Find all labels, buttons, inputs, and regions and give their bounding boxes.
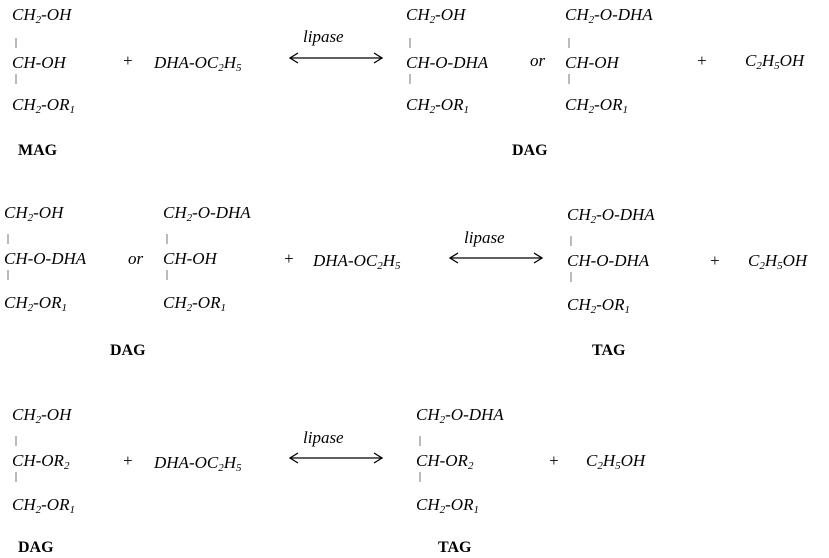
formula-text: CH2-OH (12, 5, 73, 26)
formula-text: CH2-O-DHA (565, 5, 653, 26)
reaction-1-product-b: CH2-O-DHA CH-OH CH2-OR1 (565, 5, 653, 116)
formula-text: CH2-OR1 (4, 293, 67, 314)
reaction-2-reagent: DHA-OC2H5 (312, 251, 401, 272)
formula-text: CH2-OR1 (416, 495, 479, 516)
formula-text: CH2-OH (4, 203, 65, 224)
formula-text: CH2-OH (12, 405, 73, 426)
reaction-1-product-label: DAG (512, 142, 548, 159)
reaction-2-product-label: TAG (592, 342, 626, 359)
formula-text: CH-O-DHA (4, 249, 87, 268)
formula-text: CH-OH (163, 249, 219, 268)
formula-text: CH-OH (12, 53, 68, 72)
reaction-2-reactant-label: DAG (110, 342, 146, 359)
plus-sign: + (283, 249, 294, 268)
reaction-3-reagent: DHA-OC2H5 (153, 453, 242, 474)
reaction-3-catalyst: lipase (303, 428, 344, 447)
formula-text: CH-OR2 (416, 451, 474, 472)
plus-sign: + (696, 51, 707, 70)
reaction-2-arrow (448, 252, 544, 264)
formula-text: CH2-OR1 (163, 293, 226, 314)
plus-sign: + (709, 251, 720, 270)
reaction-2-product: CH2-O-DHA CH-O-DHA CH2-OR1 (567, 205, 655, 316)
formula-text: CH2-OR1 (12, 95, 75, 116)
plus-sign: + (122, 451, 133, 470)
formula-text: CH2-OR1 (12, 495, 75, 516)
reaction-1: CH2-OH CH-OH CH2-OR1 MAG + DHA-OC2H5 lip… (12, 5, 806, 159)
formula-text: CH-O-DHA (567, 251, 650, 270)
formula-text: CH2-OH (406, 5, 467, 26)
reaction-1-reagent: DHA-OC2H5 (153, 53, 242, 74)
reaction-1-reactant-label: MAG (18, 142, 58, 159)
reaction-1-catalyst: lipase (303, 27, 344, 46)
plus-sign: + (122, 51, 133, 70)
formula-text: CH-O-DHA (406, 53, 489, 72)
reaction-2-reactant-a: CH2-OH CH-O-DHA CH2-OR1 (4, 203, 87, 314)
reaction-3-reactant: CH2-OH CH-OR2 CH2-OR1 (12, 405, 75, 516)
formula-text: CH2-OR1 (406, 95, 469, 116)
reaction-2-byproduct: C2H5OH (748, 251, 809, 272)
formula-text: CH-OR2 (12, 451, 70, 472)
reaction-3-product: CH2-O-DHA CH-OR2 CH2-OR1 (416, 405, 504, 516)
reaction-2: CH2-OH CH-O-DHA CH2-OR1 or CH2-O-DHA CH-… (4, 203, 809, 359)
reaction-2-catalyst: lipase (464, 228, 505, 247)
formula-text: CH2-O-DHA (416, 405, 504, 426)
or-word: or (530, 51, 546, 70)
reaction-1-arrow (288, 52, 384, 64)
reaction-1-product-a: CH2-OH CH-O-DHA CH2-OR1 (406, 5, 489, 116)
reaction-3-product-label: TAG (438, 539, 472, 556)
plus-sign: + (548, 451, 559, 470)
formula-text: CH2-OR1 (567, 295, 630, 316)
reaction-3-reactant-label: DAG (18, 539, 54, 556)
reaction-2-reactant-b: CH2-O-DHA CH-OH CH2-OR1 (163, 203, 251, 314)
formula-text: CH2-O-DHA (163, 203, 251, 224)
reaction-1-byproduct: C2H5OH (745, 51, 806, 72)
or-word: or (128, 249, 144, 268)
reaction-3: CH2-OH CH-OR2 CH2-OR1 DAG + DHA-OC2H5 li… (12, 405, 647, 556)
formula-text: CH2-OR1 (565, 95, 628, 116)
reaction-1-reactant: CH2-OH CH-OH CH2-OR1 (12, 5, 75, 116)
reaction-3-byproduct: C2H5OH (586, 451, 647, 472)
formula-text: CH2-O-DHA (567, 205, 655, 226)
formula-text: CH-OH (565, 53, 621, 72)
reaction-3-arrow (288, 452, 384, 464)
